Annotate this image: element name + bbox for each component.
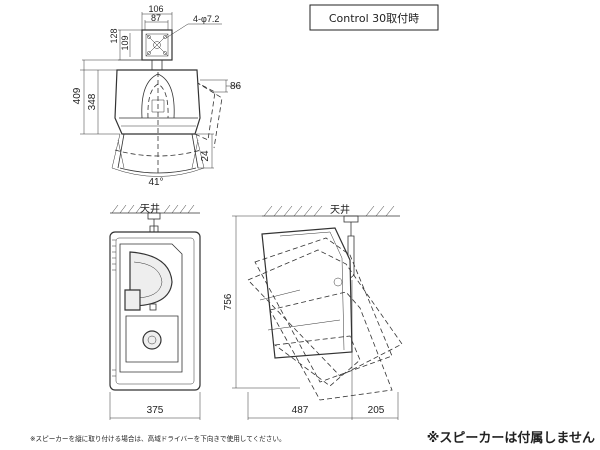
dim-409: 409 bbox=[72, 87, 83, 104]
dim-756: 756 bbox=[223, 293, 234, 310]
dim-205: 205 bbox=[368, 405, 385, 416]
dim-hole: 4-φ7.2 bbox=[193, 14, 219, 24]
tilt-view: 天井 756 487 205 bbox=[223, 203, 403, 420]
dim-angle-41: 41° bbox=[148, 177, 163, 188]
footnote-left: ※スピーカーを縦に取り付ける場合は、高域ドライバーを下向きで使用してください。 bbox=[30, 434, 286, 443]
footnote-right: ※スピーカーは付属しません bbox=[427, 430, 595, 446]
dim-24: 24 bbox=[200, 150, 211, 162]
title-text: Control 30取付時 bbox=[329, 12, 419, 25]
dim-128: 128 bbox=[109, 28, 119, 43]
front-view: 天井 375 bbox=[109, 202, 201, 420]
dim-106: 106 bbox=[148, 4, 163, 14]
dim-348: 348 bbox=[87, 93, 98, 110]
dim-375: 375 bbox=[147, 405, 164, 416]
title-box: Control 30取付時 bbox=[309, 4, 439, 31]
dim-86: 86 bbox=[230, 81, 242, 92]
bracket-top-view: 106 87 128 109 4-φ7.2 bbox=[109, 4, 222, 61]
tilt-ceiling-label: 天井 bbox=[330, 203, 350, 216]
side-view: 41° 409 348 86 24 bbox=[72, 59, 242, 188]
dim-109: 109 bbox=[120, 35, 130, 50]
dim-487: 487 bbox=[292, 405, 309, 416]
dim-87: 87 bbox=[151, 13, 161, 23]
front-ceiling-label: 天井 bbox=[140, 202, 160, 215]
